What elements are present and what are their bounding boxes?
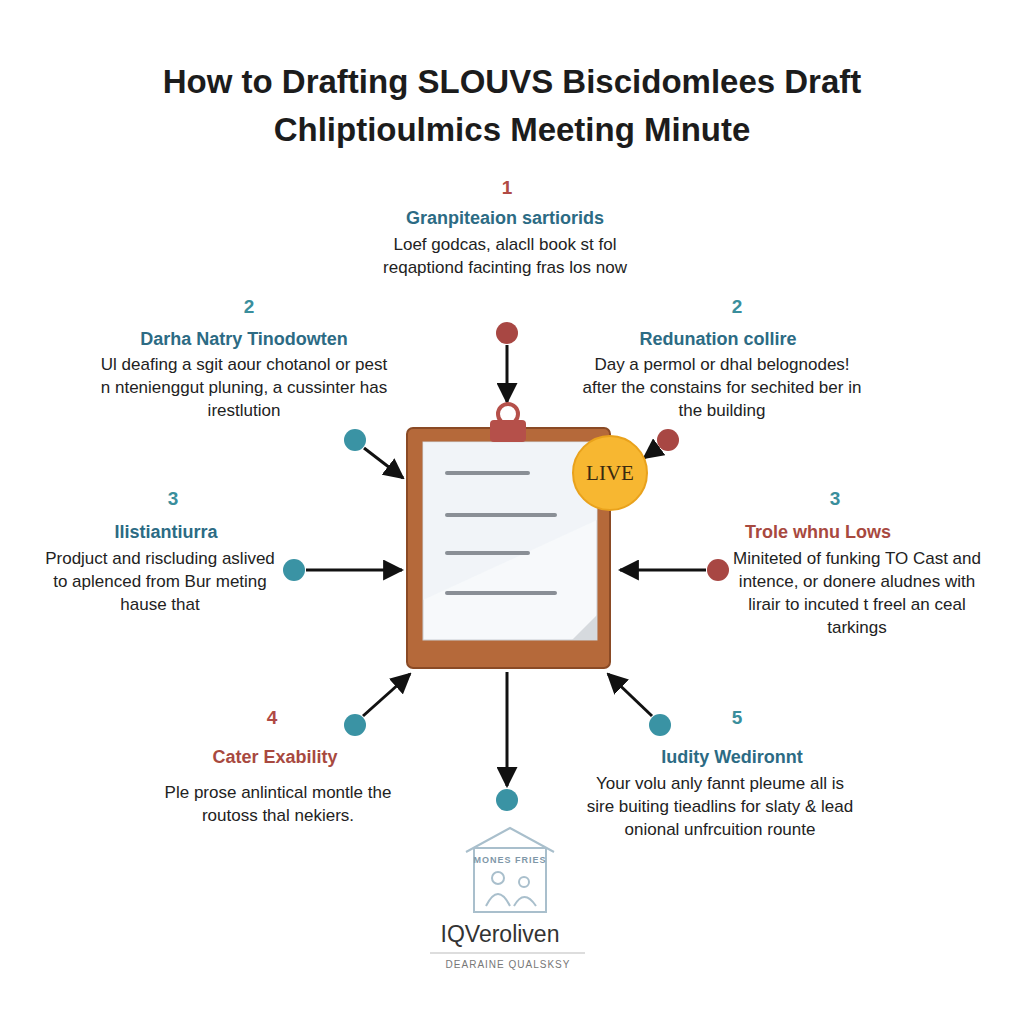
leader-line	[506, 672, 509, 786]
leader-line	[364, 448, 403, 478]
leader-line	[608, 674, 652, 716]
step-text: Ple prose anlintical montle the routoss …	[153, 781, 403, 827]
leader-line	[363, 674, 410, 716]
leader-line	[306, 569, 402, 572]
dot	[707, 559, 729, 581]
dot	[283, 559, 305, 581]
step-heading: Cater Exability	[145, 746, 405, 769]
callout-number: 3	[153, 487, 193, 510]
dot	[649, 714, 671, 736]
leader-lines	[306, 345, 706, 786]
logo-text: MONES FRIES	[465, 854, 555, 867]
leader-line	[506, 345, 509, 402]
badge-fill	[573, 436, 647, 510]
leader-line	[620, 569, 706, 572]
step-heading: Ilistiantiurra	[36, 521, 296, 544]
logo-figure	[514, 897, 536, 906]
house-logo	[466, 828, 554, 912]
callout-number: 2	[717, 295, 757, 318]
callout-number: 5	[717, 706, 757, 729]
brand-name: IQVeroliven	[350, 920, 650, 949]
step-heading: Trole whnu Lows	[688, 521, 948, 544]
step-heading: Redunation collire	[558, 328, 878, 351]
logo-figure	[492, 872, 504, 884]
step-text: Your volu anly fannt pleume all is sire …	[585, 772, 855, 841]
clipboard	[407, 404, 610, 668]
paper-shine	[423, 442, 597, 600]
step-heading: Iudity Wedironnt	[602, 746, 862, 769]
callout-number: 2	[229, 295, 269, 318]
dot	[657, 429, 679, 451]
step-text: Loef godcas, alacll book st fol reqaptio…	[375, 233, 635, 279]
brand-tagline: DEARAINE QUALSKSY	[358, 958, 658, 972]
dot	[344, 714, 366, 736]
step-heading: Granpiteaion sartiorids	[315, 207, 695, 230]
clip	[490, 420, 526, 442]
dot	[496, 789, 518, 811]
callout-number: 1	[487, 176, 527, 199]
live-badge: LIVE	[572, 435, 648, 511]
paper-curl	[572, 615, 597, 640]
paper-lines	[447, 473, 555, 593]
step-text: Prodjuct and riscluding aslived to aplen…	[45, 547, 275, 616]
badge-text: LIVE	[586, 461, 634, 486]
leader-line	[644, 447, 659, 458]
step-heading: Darha Natry Tinodowten	[84, 328, 404, 351]
logo-figure	[486, 894, 510, 906]
step-text: Ul deafing a sgit aour chotanol or pest …	[94, 353, 394, 422]
title: How to Drafting SLOUVS Biscidomlees Draf…	[132, 58, 892, 154]
logo-figure	[519, 877, 529, 887]
step-text: Day a permol or dhal belognodes! after t…	[577, 353, 867, 422]
dot	[344, 429, 366, 451]
callout-number: 4	[252, 706, 292, 729]
callout-number: 3	[815, 487, 855, 510]
dot	[496, 322, 518, 344]
logo-rule	[430, 953, 585, 954]
paper-sheet	[423, 442, 597, 640]
step-text: Miniteted of funking TO Cast and intence…	[732, 547, 982, 639]
